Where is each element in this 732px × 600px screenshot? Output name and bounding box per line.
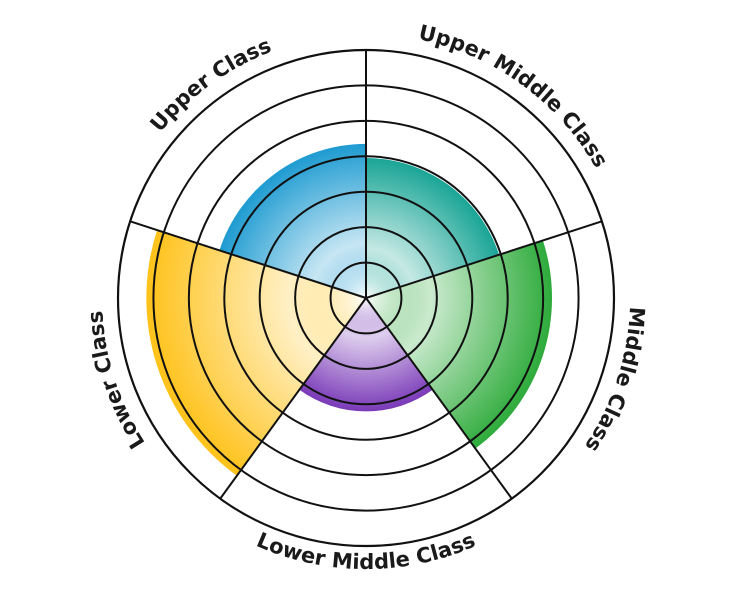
category-label-middle-class: Middle Class bbox=[580, 306, 649, 456]
category-label-lower-class: Lower Class bbox=[83, 310, 149, 453]
sectors-layer bbox=[146, 143, 553, 476]
grid-layer bbox=[116, 48, 616, 548]
spoke-5 bbox=[219, 297, 367, 500]
spoke-3 bbox=[365, 220, 603, 299]
spoke-1 bbox=[129, 220, 367, 299]
spoke-4 bbox=[365, 297, 513, 500]
sector-middle-class bbox=[366, 240, 553, 449]
category-label-upper-middle-class: Upper Middle Class bbox=[416, 20, 612, 171]
category-label-upper-class: Upper Class bbox=[145, 33, 274, 136]
sector-lower-middle-class bbox=[299, 298, 433, 412]
sector-lower-class bbox=[146, 230, 366, 476]
category-label-lower-middle-class: Lower Middle Class bbox=[253, 528, 478, 574]
